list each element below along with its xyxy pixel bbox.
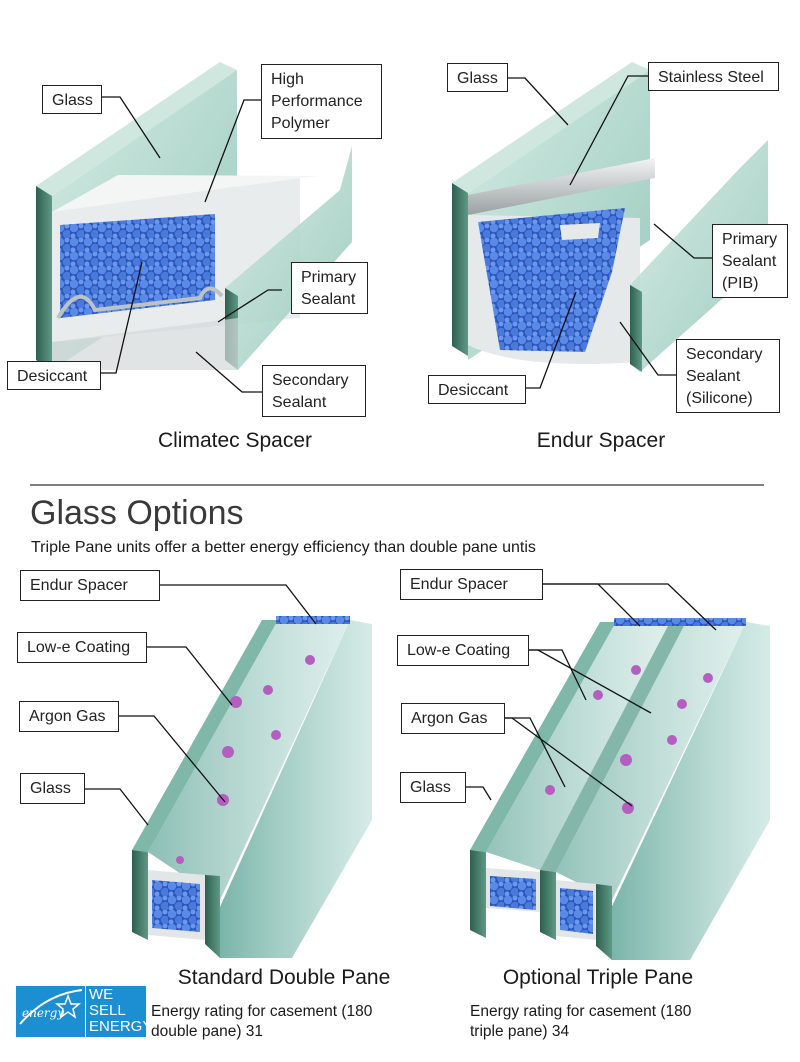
climatec-glass-label: Glass xyxy=(42,85,102,114)
climatec-secondary-sealant-label: Secondary Sealant xyxy=(262,365,366,417)
double-glass-label: Glass xyxy=(20,773,85,804)
climatec-caption: Climatec Spacer xyxy=(157,429,313,452)
energy-star-text: WE SELL ENERGY STAR xyxy=(86,986,152,1051)
climatec-primary-sealant-label: Primary Sealant xyxy=(291,262,368,314)
climatec-polymer-label: High Performance Polymer xyxy=(261,64,382,139)
triple-endur-spacer-label: Endur Spacer xyxy=(400,569,543,600)
leader-lines xyxy=(85,75,717,826)
climatec-desiccant-label: Desiccant xyxy=(7,361,101,390)
endur-desiccant-label: Desiccant xyxy=(428,375,526,404)
energy-star-script: energy xyxy=(22,1006,65,1020)
section-subtitle: Triple Pane units offer a better energy … xyxy=(31,539,536,556)
triple-pane-caption: Optional Triple Pane xyxy=(502,966,694,989)
endur-secondary-sealant-label: Secondary Sealant (Silicone) xyxy=(676,339,780,413)
endur-glass-label: Glass xyxy=(447,63,508,92)
section-title: Glass Options xyxy=(30,494,244,532)
star-icon xyxy=(19,989,83,1025)
endur-spacer-illustration xyxy=(452,62,768,372)
double-lowe-coating-label: Low-e Coating xyxy=(17,632,147,663)
triple-pane-energy-rating: Energy rating for casement (180 triple p… xyxy=(470,1003,692,1040)
endur-primary-sealant-label: Primary Sealant (PIB) xyxy=(712,224,788,298)
triple-glass-label: Glass xyxy=(400,772,466,803)
double-endur-spacer-label: Endur Spacer xyxy=(20,570,160,601)
triple-argon-gas-label: Argon Gas xyxy=(401,703,505,734)
climatec-spacer-illustration xyxy=(36,62,352,370)
energy-star-logo: energy WE SELL ENERGY STAR xyxy=(16,986,152,1051)
endur-steel-label: Stainless Steel xyxy=(648,62,779,91)
triple-lowe-coating-label: Low-e Coating xyxy=(397,635,529,666)
double-pane-caption: Standard Double Pane xyxy=(177,966,391,989)
endur-caption: Endur Spacer xyxy=(536,429,666,452)
double-pane-energy-rating: Energy rating for casement (180 double p… xyxy=(151,1003,373,1040)
double-pane-illustration xyxy=(132,616,372,958)
double-argon-gas-label: Argon Gas xyxy=(19,701,119,732)
triple-pane-illustration xyxy=(470,618,770,960)
energy-star-mark: energy xyxy=(16,986,85,1037)
